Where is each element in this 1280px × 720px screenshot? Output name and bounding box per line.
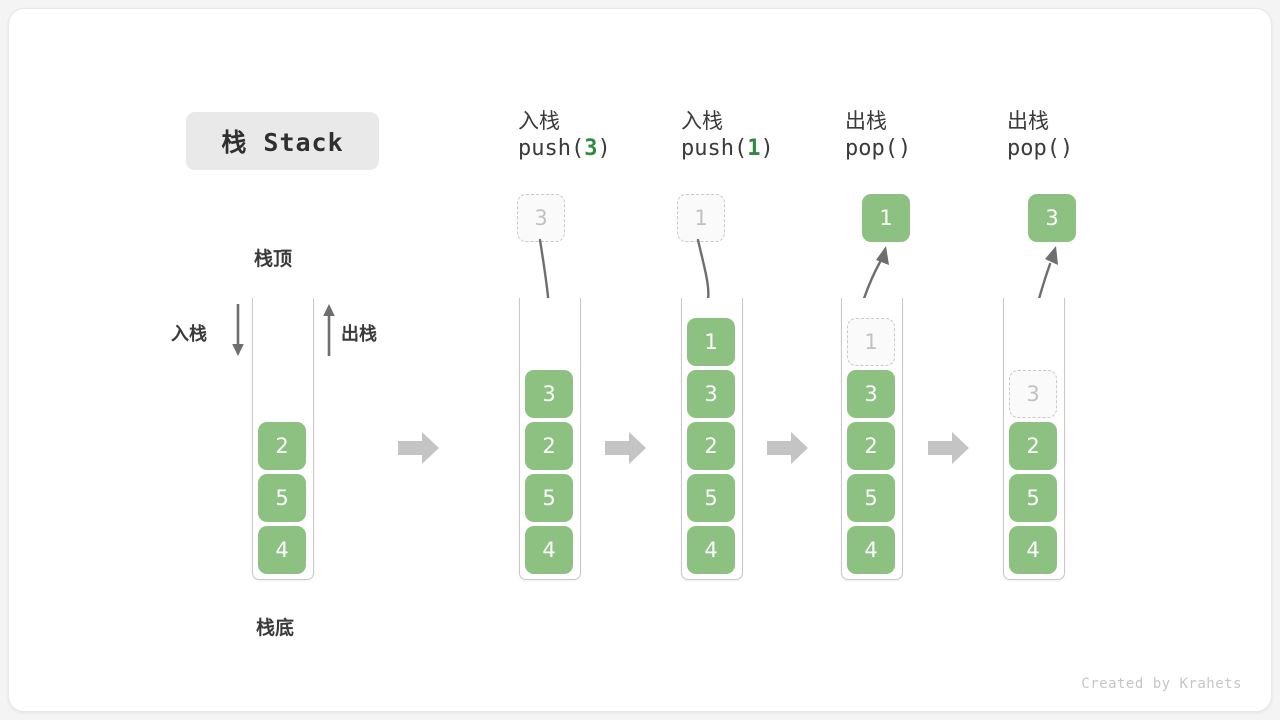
stack-cell: 4 bbox=[258, 526, 306, 574]
column-header-fn: pop() bbox=[845, 135, 911, 164]
column-header-fn: pop() bbox=[1007, 135, 1073, 164]
push-direction-arrow-icon bbox=[229, 302, 247, 358]
column-header-push-1: 入栈 push(1) bbox=[681, 108, 774, 164]
fn-suffix: ) bbox=[1059, 136, 1074, 162]
stack-cell: 3 bbox=[687, 370, 735, 418]
stack-cell: 2 bbox=[258, 422, 306, 470]
stack-cell: 2 bbox=[847, 422, 895, 470]
column-header-pop-2: 出栈 pop() bbox=[1007, 108, 1073, 164]
footer-credit: Created by Krahets bbox=[1081, 676, 1242, 692]
pop-direction-label: 出栈 bbox=[341, 324, 377, 344]
stack-cell: 5 bbox=[847, 474, 895, 522]
step-arrow-icon bbox=[605, 431, 647, 465]
stack-cells-pop-2: 3 2 5 4 bbox=[1009, 370, 1057, 574]
fn-prefix: pop( bbox=[845, 136, 898, 162]
external-cell-push-1: 1 bbox=[677, 194, 725, 242]
stack-cells-initial: 2 5 4 bbox=[258, 422, 306, 574]
stack-cells-push-1: 1 3 2 5 4 bbox=[687, 318, 735, 574]
stack-cell: 2 bbox=[525, 422, 573, 470]
stack-cell: 2 bbox=[1009, 422, 1057, 470]
stack-cell: 4 bbox=[687, 526, 735, 574]
title-chip: 栈 Stack bbox=[186, 112, 379, 170]
step-arrow-icon bbox=[767, 431, 809, 465]
push-direction-label: 入栈 bbox=[171, 324, 207, 344]
stack-cell: 3 bbox=[847, 370, 895, 418]
step-arrow-icon bbox=[928, 431, 970, 465]
stack-cell: 4 bbox=[1009, 526, 1057, 574]
stack-cell: 5 bbox=[687, 474, 735, 522]
column-header-fn: push(3) bbox=[518, 135, 611, 164]
column-header-push-3: 入栈 push(3) bbox=[518, 108, 611, 164]
stack-cell-popped: 3 bbox=[1009, 370, 1057, 418]
column-header-zh: 出栈 bbox=[1007, 109, 1049, 133]
fn-prefix: pop( bbox=[1007, 136, 1060, 162]
column-header-zh: 出栈 bbox=[845, 109, 887, 133]
stack-cell: 5 bbox=[525, 474, 573, 522]
column-header-pop-1: 出栈 pop() bbox=[845, 108, 911, 164]
fn-argument: 3 bbox=[584, 136, 598, 162]
external-cell-pop-1: 1 bbox=[862, 194, 910, 242]
column-header-zh: 入栈 bbox=[681, 109, 723, 133]
external-cell-pop-2: 3 bbox=[1028, 194, 1076, 242]
stack-cell: 4 bbox=[525, 526, 573, 574]
stack-bottom-label: 栈底 bbox=[256, 618, 295, 639]
fn-argument: 1 bbox=[747, 136, 761, 162]
stack-cell: 5 bbox=[258, 474, 306, 522]
stack-cell: 3 bbox=[525, 370, 573, 418]
stack-top-label: 栈顶 bbox=[254, 249, 293, 270]
column-header-zh: 入栈 bbox=[518, 109, 560, 133]
fn-suffix: ) bbox=[897, 136, 912, 162]
fn-suffix: ) bbox=[760, 136, 774, 162]
stack-cell: 1 bbox=[687, 318, 735, 366]
external-cell-push-3: 3 bbox=[517, 194, 565, 242]
stack-cell: 5 bbox=[1009, 474, 1057, 522]
stack-cell: 2 bbox=[687, 422, 735, 470]
stack-cells-push-3: 3 2 5 4 bbox=[525, 370, 573, 574]
step-arrow-icon bbox=[398, 431, 440, 465]
stack-cells-pop-1: 1 3 2 5 4 bbox=[847, 318, 895, 574]
fn-prefix: push( bbox=[518, 136, 585, 162]
stack-cell-popped: 1 bbox=[847, 318, 895, 366]
fn-suffix: ) bbox=[597, 136, 611, 162]
stack-cell: 4 bbox=[847, 526, 895, 574]
column-header-fn: push(1) bbox=[681, 135, 774, 164]
pop-direction-arrow-icon bbox=[320, 302, 338, 358]
fn-prefix: push( bbox=[681, 136, 748, 162]
